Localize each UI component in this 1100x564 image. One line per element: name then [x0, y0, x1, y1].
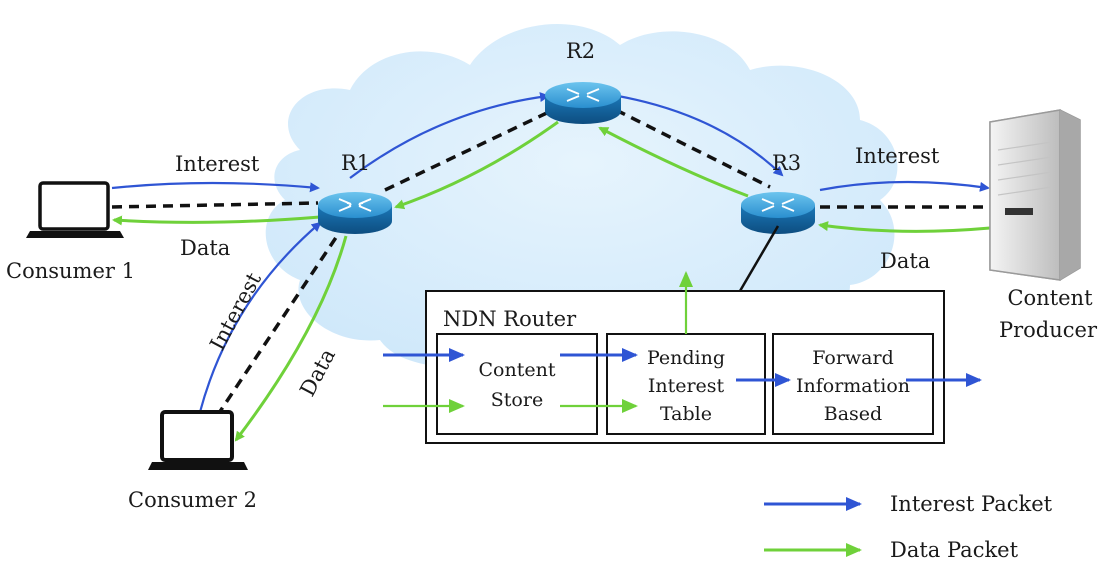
pit-line-2: Interest: [648, 375, 725, 397]
router-r1-label: R1: [341, 151, 370, 175]
ndn-router-title: NDN Router: [443, 307, 577, 331]
interest-arrows: [111, 92, 990, 413]
router-r2-label: R2: [566, 39, 595, 63]
interest-label-c2: Interest: [205, 268, 266, 354]
data-arrow-r2-r1: [394, 120, 559, 210]
content-store-line-2: Store: [491, 389, 543, 411]
fib-box: [772, 333, 934, 435]
content-store-box: [436, 333, 598, 435]
data-arrow-producer-r3: [818, 221, 991, 233]
pit-line-3: Table: [660, 403, 712, 425]
link-c2-r1: [215, 229, 343, 417]
legend-interest-label: Interest Packet: [890, 492, 1053, 516]
data-label-producer: Data: [880, 249, 930, 273]
link-r2-r3: [615, 108, 771, 189]
router-r3-label: R3: [772, 151, 801, 175]
fib-line-2: Information: [796, 375, 910, 397]
interest-arrow-r1-r2: [349, 92, 550, 179]
data-arrow-r1-c1: [112, 215, 321, 226]
router-r3: [741, 192, 815, 234]
interest-label-producer: Interest: [855, 144, 940, 168]
link-c1-r1: [111, 201, 319, 209]
laptop-consumer-1-icon: [26, 181, 124, 238]
interest-arrow-c2-r1: [198, 221, 322, 413]
ndn-router-connector: [738, 225, 780, 292]
interest-arrow-c1-r1: [111, 181, 320, 193]
data-arrow-r1-c2: [234, 235, 348, 442]
router-r1: [318, 192, 392, 234]
producer-label-line-1: Content: [1007, 286, 1093, 310]
fib-line-1: Forward: [812, 347, 894, 369]
fib-line-3: Based: [824, 403, 882, 425]
interest-arrow-r3-producer: [819, 180, 990, 192]
network-cloud: [265, 23, 898, 374]
physical-links: [111, 108, 995, 417]
content-store-line-1: Content: [479, 359, 556, 381]
consumer-2-label: Consumer 2: [128, 488, 257, 512]
data-arrow-r3-r2: [598, 126, 749, 198]
router-r2: [545, 82, 621, 124]
interest-label-c1: Interest: [175, 152, 260, 176]
link-r1-r2: [384, 108, 554, 192]
laptop-consumer-2-icon: [148, 410, 248, 470]
legend: Interest Packet Data Packet: [764, 492, 1053, 562]
interest-arrow-r2-r3: [617, 94, 784, 177]
internal-flow-arrows: [383, 271, 982, 413]
consumer-1-label: Consumer 1: [6, 259, 135, 283]
content-producer-server-icon: [989, 109, 1081, 281]
producer-label-line-2: Producer: [999, 318, 1098, 342]
data-label-c1: Data: [180, 236, 230, 260]
data-label-c2: Data: [295, 345, 340, 401]
data-arrows: [112, 120, 991, 442]
legend-data-label: Data Packet: [890, 538, 1019, 562]
pit-line-1: Pending: [647, 347, 725, 369]
